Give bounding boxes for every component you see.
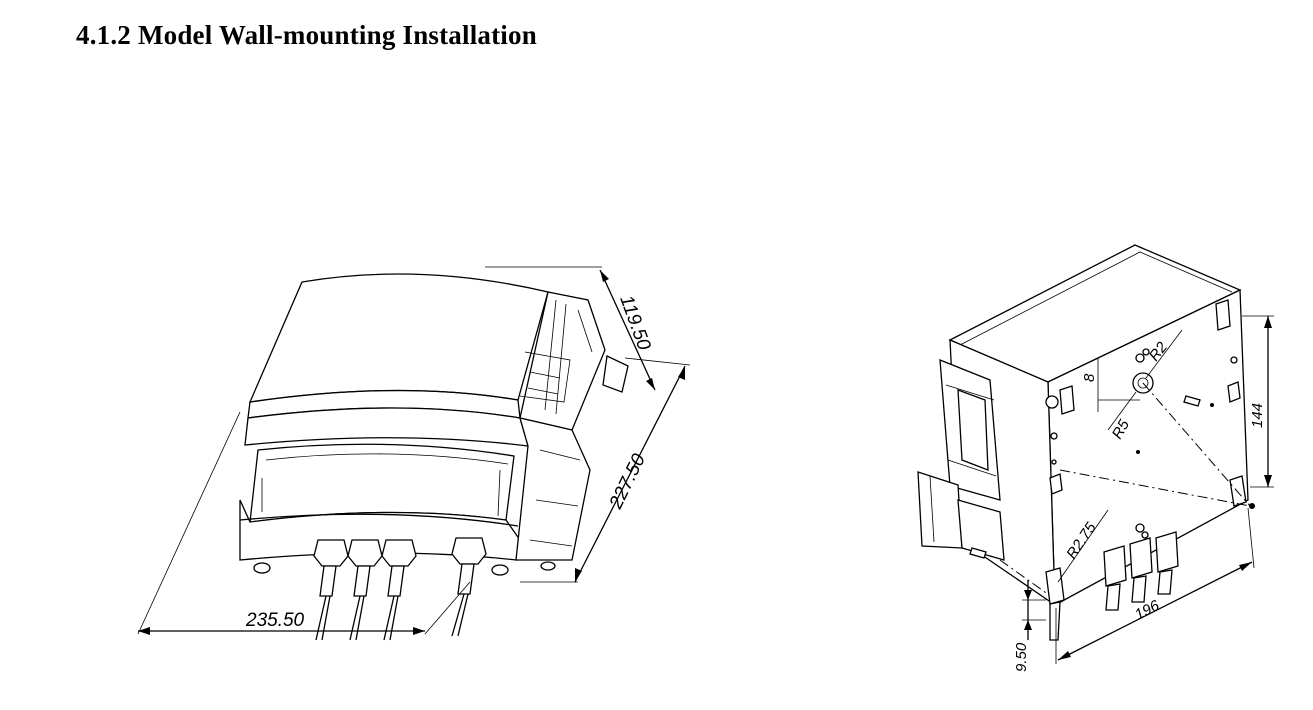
dim-height-label: 119.50 [615,293,654,354]
cable-glands [313,537,487,641]
enclosure-rear-mounting-drawing: R2 8 R5 144 R2.75 196 9.50 [917,244,1274,672]
enclosure-isometric-drawing: 235.50 227.50 119.50 [137,266,691,641]
dim-width-label: 235.50 [245,610,305,631]
dim-144-label: 144 [1249,403,1266,428]
dimension-8: 8 [1081,358,1140,412]
dimension-950: 9.50 [1013,580,1046,672]
dim-950-label: 9.50 [1013,642,1030,672]
dim-8-label: 8 [1081,373,1098,382]
dim-length-label: 227.50 [605,450,650,513]
section-heading: 4.1.2 Model Wall-mounting Installation [76,20,537,50]
dimension-144: 144 [1242,315,1274,488]
dimension-width: 235.50 [137,411,471,635]
